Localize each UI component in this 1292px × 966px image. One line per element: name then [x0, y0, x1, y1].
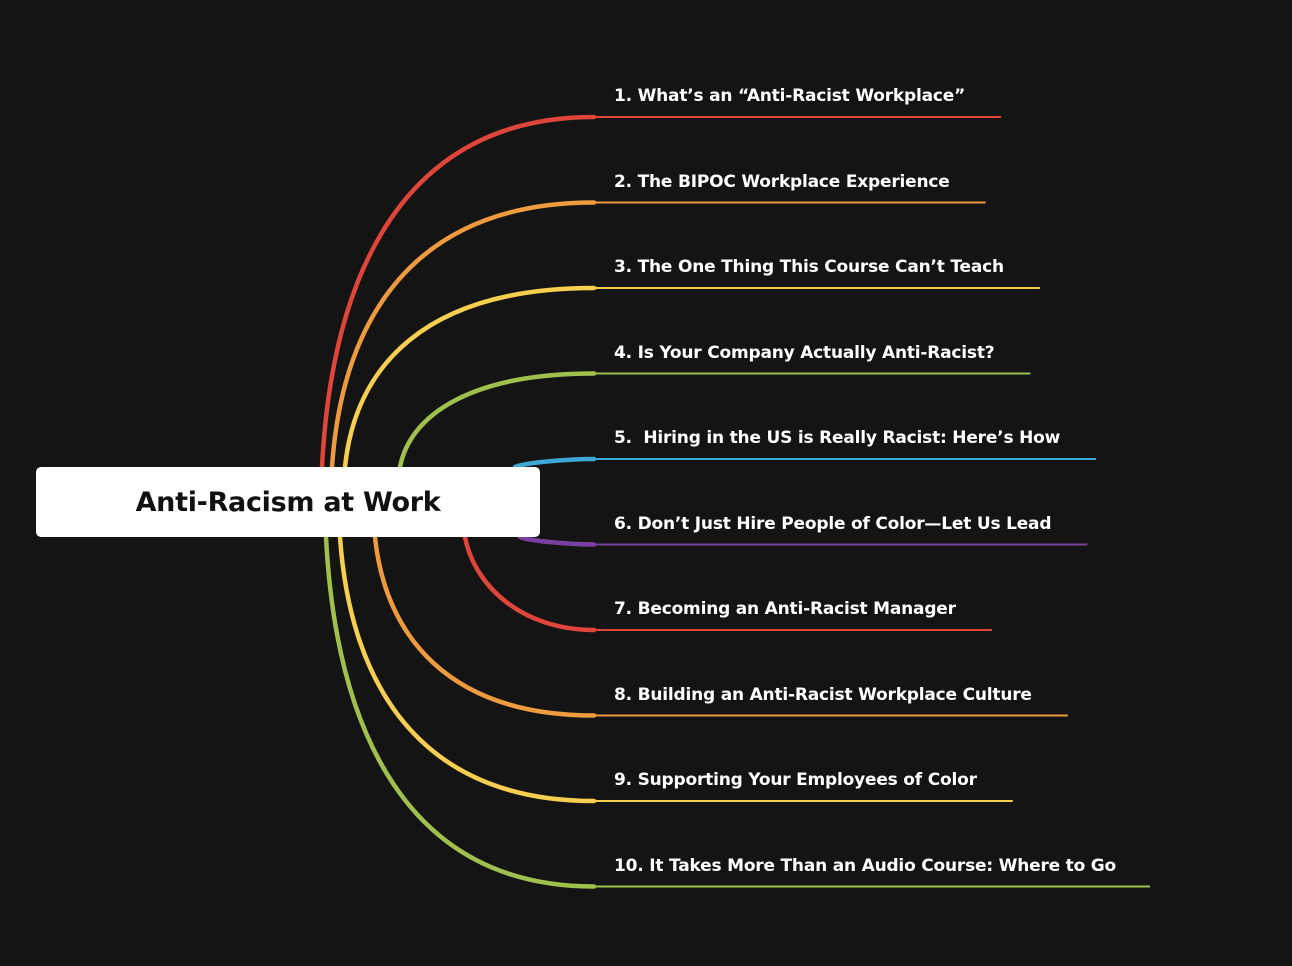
branch-curve: [337, 534, 597, 804]
topic-label[interactable]: 7. Becoming an Anti-Racist Manager: [614, 599, 956, 619]
topic-label[interactable]: 10. It Takes More Than an Audio Course: …: [614, 855, 1117, 876]
topic-label[interactable]: 1. What’s an “Anti-Racist Workplace”: [614, 86, 966, 106]
root-title: Anti-Racism at Work: [135, 486, 441, 518]
topic-label[interactable]: 5. Hiring in the US is Really Racist: He…: [614, 428, 1061, 448]
branch-curve: [329, 200, 597, 470]
topic-label[interactable]: 6. Don’t Just Hire People of Color—Let U…: [614, 513, 1052, 534]
branch-curve: [372, 534, 597, 718]
topic-label[interactable]: 2. The BIPOC Workplace Experience: [614, 171, 950, 192]
branch-curve: [323, 534, 597, 889]
topic-label[interactable]: 8. Building an Anti-Racist Workplace Cul…: [614, 684, 1032, 705]
branch-curve: [397, 371, 597, 470]
topic-label[interactable]: 9. Supporting Your Employees of Color: [614, 770, 977, 790]
branch-curve: [342, 285, 597, 470]
topic-label[interactable]: 3. The One Thing This Course Can’t Teach: [614, 257, 1004, 277]
branch-curve: [512, 456, 597, 470]
branch-curve: [319, 114, 597, 470]
topic-label[interactable]: 4. Is Your Company Actually Anti-Racist?: [614, 342, 995, 363]
branch-curve: [462, 534, 597, 633]
branch-curve: [517, 534, 597, 547]
root-node[interactable]: Anti-Racism at Work: [36, 467, 540, 537]
